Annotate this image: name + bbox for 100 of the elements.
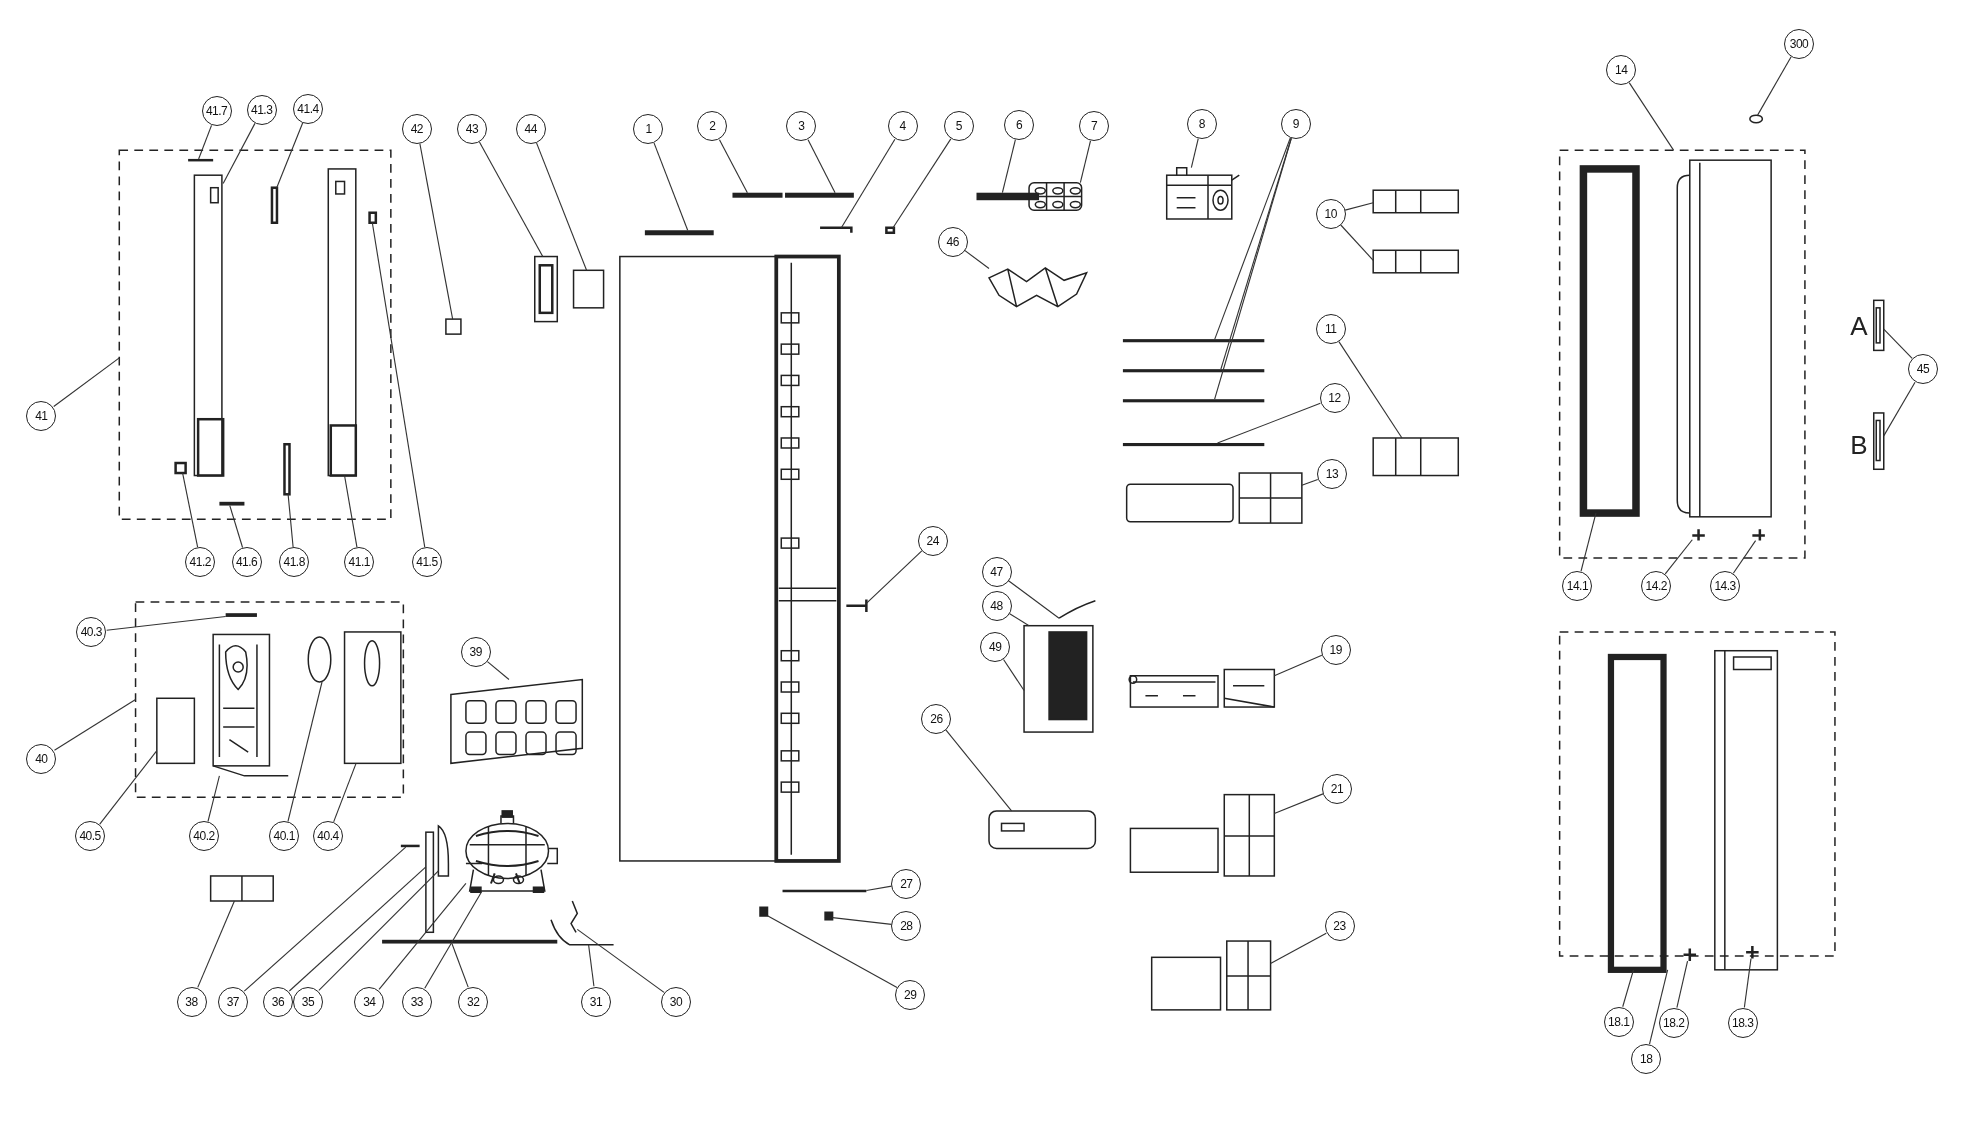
callout-circle — [887, 111, 918, 142]
leader-line — [1008, 613, 1030, 627]
leader-line — [1883, 381, 1916, 437]
shelf-part — [1122, 443, 1265, 447]
callout-number: 14.1 — [1566, 579, 1589, 592]
leader-line — [288, 866, 427, 992]
assembly-outline — [134, 601, 405, 798]
leader-line — [588, 944, 595, 987]
bar-part — [188, 158, 214, 162]
callout-number: 7 — [1091, 120, 1098, 133]
callout-number: 40 — [35, 752, 48, 765]
callout-number: 41 — [35, 409, 48, 422]
assembly-outline — [1558, 149, 1806, 559]
leader-line — [287, 493, 294, 548]
leader-line — [318, 870, 439, 992]
leader-line — [478, 141, 544, 258]
callout-number: 37 — [226, 995, 239, 1008]
leader-line — [1664, 539, 1693, 575]
callout-number: 10 — [1324, 208, 1337, 221]
leader-line — [1883, 328, 1913, 359]
clip-part — [368, 211, 378, 224]
callout-number: 41.2 — [189, 556, 211, 569]
callout-circle — [580, 986, 611, 1017]
handle-drawing — [1873, 412, 1885, 470]
leader-line — [333, 762, 357, 823]
door-gasket-part — [1579, 165, 1640, 517]
callout-circle — [269, 821, 300, 852]
leader-line — [1628, 82, 1675, 151]
callout-circle — [458, 986, 489, 1017]
leader-line — [945, 729, 1013, 812]
leader-line — [243, 846, 407, 992]
leader-line — [1344, 202, 1374, 211]
leader-line — [99, 750, 158, 825]
callout-circle — [633, 113, 664, 144]
callout-number: 18.3 — [1731, 1016, 1754, 1029]
callout-number: 18 — [1640, 1053, 1653, 1066]
callout-number: 4 — [899, 120, 906, 133]
callout-number: 40.5 — [79, 830, 101, 843]
leader-line — [343, 474, 358, 548]
cover-part — [572, 269, 605, 309]
shelf-part — [1122, 339, 1265, 343]
callout-circle — [891, 868, 922, 899]
callout-number: 21 — [1330, 782, 1344, 795]
ice-maker-drawing — [1023, 624, 1094, 733]
callout-number: 49 — [989, 641, 1002, 654]
plate-part — [425, 831, 435, 934]
callout-circle — [1784, 28, 1814, 59]
drawer-drawing — [1129, 793, 1276, 877]
callout-circle — [217, 986, 248, 1017]
callout-circle — [891, 911, 922, 942]
bracket-drawing — [437, 825, 450, 877]
leader-line — [222, 122, 256, 184]
bar-part — [400, 844, 420, 848]
leader-line — [276, 122, 304, 189]
callout-circle — [1317, 459, 1348, 490]
leader-line — [1273, 793, 1324, 814]
leader-line — [576, 928, 665, 993]
drawer-drawing — [1150, 940, 1272, 1011]
door-rack-drawing — [1372, 189, 1460, 214]
callout-circle — [189, 821, 220, 852]
leader-line — [1743, 958, 1752, 1009]
fan-part — [307, 636, 332, 683]
callout-circle — [1079, 111, 1110, 142]
wire-drawing — [1058, 599, 1097, 619]
callout-number: 26 — [930, 712, 943, 725]
bar-drawing — [820, 226, 853, 233]
callout-number: 300 — [1789, 37, 1809, 50]
view-letter: A — [1850, 312, 1868, 339]
pipe-drawing — [570, 900, 579, 934]
rail-drawing — [193, 174, 225, 477]
handle-drawing — [1873, 299, 1885, 352]
callout-circle — [1319, 383, 1350, 414]
hinge-drawing — [1691, 528, 1707, 542]
callout-circle — [411, 547, 442, 578]
hinge-drawing — [1682, 947, 1698, 963]
callout-number: 32 — [467, 995, 480, 1008]
callout-number: 6 — [1015, 119, 1023, 132]
cover-part — [445, 318, 462, 335]
callout-circle — [201, 96, 232, 127]
leader-line — [865, 885, 893, 892]
callout-number: 40.3 — [80, 626, 103, 639]
leader-line — [1002, 658, 1025, 692]
callout-circle — [1562, 570, 1593, 601]
callout-circle — [344, 547, 375, 578]
rod-part — [782, 889, 867, 893]
leader-line — [653, 142, 689, 231]
callout-number: 41.7 — [205, 105, 228, 118]
callout-number: 18.2 — [1663, 1016, 1685, 1029]
callout-circle — [460, 637, 491, 668]
callout-circle — [231, 547, 262, 578]
callout-number: 40.1 — [273, 830, 295, 843]
callout-circle — [1004, 110, 1035, 141]
callout-circle — [1315, 199, 1346, 230]
callout-number: 14.2 — [1645, 579, 1667, 592]
callout-circle — [515, 113, 546, 144]
bolt-drawing — [845, 598, 868, 614]
leader-line — [197, 900, 235, 988]
leader-line — [378, 882, 467, 991]
leader-line — [840, 138, 896, 229]
leader-line — [1340, 224, 1374, 261]
